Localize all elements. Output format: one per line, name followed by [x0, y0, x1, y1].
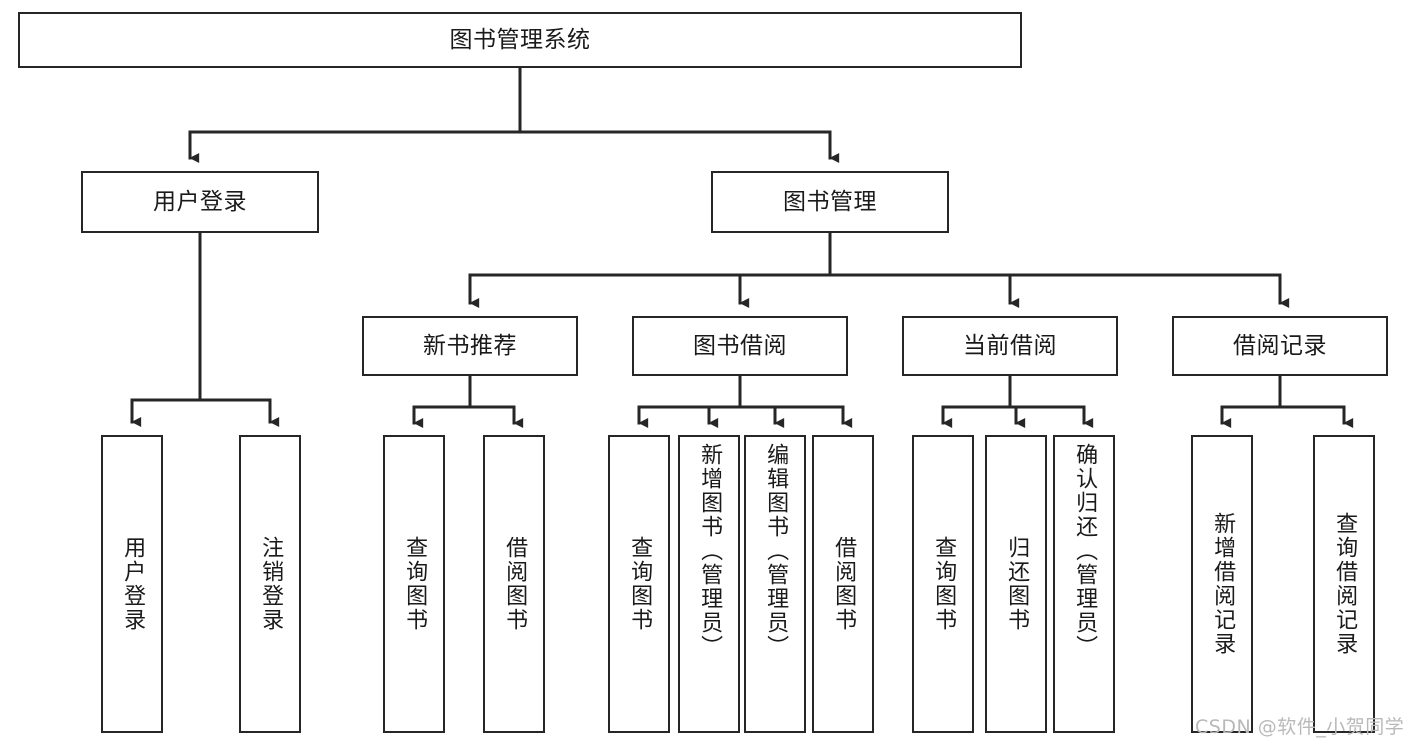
node-book-management-label: 图书管理: [783, 188, 877, 215]
leaf-add-book-admin-label: 新增图书（管理员）: [697, 443, 723, 659]
leaf-logout-login-label: 注销登录: [258, 536, 284, 632]
node-user-login-label: 用户登录: [153, 188, 247, 215]
leaf-borrow-book-label: 借阅图书: [831, 536, 857, 632]
leaf-logout-login[interactable]: 注销登录: [239, 435, 301, 733]
leaf-borrow-book-recommend-label: 借阅图书: [502, 536, 528, 632]
leaf-query-book-recommend-label: 查询图书: [402, 536, 428, 632]
leaf-query-book-borrow-label: 查询图书: [627, 536, 653, 632]
leaf-add-borrow-record[interactable]: 新增借阅记录: [1191, 435, 1253, 733]
leaf-borrow-book[interactable]: 借阅图书: [812, 435, 874, 733]
leaf-query-borrow-record-label: 查询借阅记录: [1332, 512, 1358, 656]
leaf-add-book-admin[interactable]: 新增图书（管理员）: [678, 435, 740, 733]
leaf-borrow-book-recommend[interactable]: 借阅图书: [483, 435, 545, 733]
csdn-watermark: CSDN @软件_小贺同学: [1195, 716, 1405, 738]
node-current-borrow[interactable]: 当前借阅: [902, 316, 1118, 376]
leaf-return-book[interactable]: 归还图书: [985, 435, 1047, 733]
leaf-user-login-label: 用户登录: [120, 536, 146, 632]
node-new-book-recommend[interactable]: 新书推荐: [362, 316, 578, 376]
node-user-login[interactable]: 用户登录: [81, 171, 319, 233]
leaf-query-book-current-label: 查询图书: [931, 536, 957, 632]
node-root-label: 图书管理系统: [449, 26, 591, 53]
node-borrow-record[interactable]: 借阅记录: [1172, 316, 1388, 376]
leaf-query-book-current[interactable]: 查询图书: [912, 435, 974, 733]
node-borrow-record-label: 借阅记录: [1233, 332, 1327, 359]
leaf-confirm-return-admin-label: 确认归还（管理员）: [1072, 443, 1098, 659]
node-book-borrow-label: 图书借阅: [693, 332, 787, 359]
leaf-edit-book-admin[interactable]: 编辑图书（管理员）: [744, 435, 806, 733]
leaf-edit-book-admin-label: 编辑图书（管理员）: [763, 443, 789, 659]
leaf-confirm-return-admin[interactable]: 确认归还（管理员）: [1053, 435, 1115, 733]
leaf-query-borrow-record[interactable]: 查询借阅记录: [1313, 435, 1375, 733]
leaf-user-login[interactable]: 用户登录: [101, 435, 163, 733]
node-root[interactable]: 图书管理系统: [18, 12, 1022, 68]
leaf-query-book-borrow[interactable]: 查询图书: [608, 435, 670, 733]
node-book-management[interactable]: 图书管理: [711, 171, 949, 233]
node-new-book-recommend-label: 新书推荐: [423, 332, 517, 359]
leaf-return-book-label: 归还图书: [1004, 536, 1030, 632]
leaf-add-borrow-record-label: 新增借阅记录: [1210, 512, 1236, 656]
node-book-borrow[interactable]: 图书借阅: [632, 316, 848, 376]
leaf-query-book-recommend[interactable]: 查询图书: [383, 435, 445, 733]
node-current-borrow-label: 当前借阅: [963, 332, 1057, 359]
